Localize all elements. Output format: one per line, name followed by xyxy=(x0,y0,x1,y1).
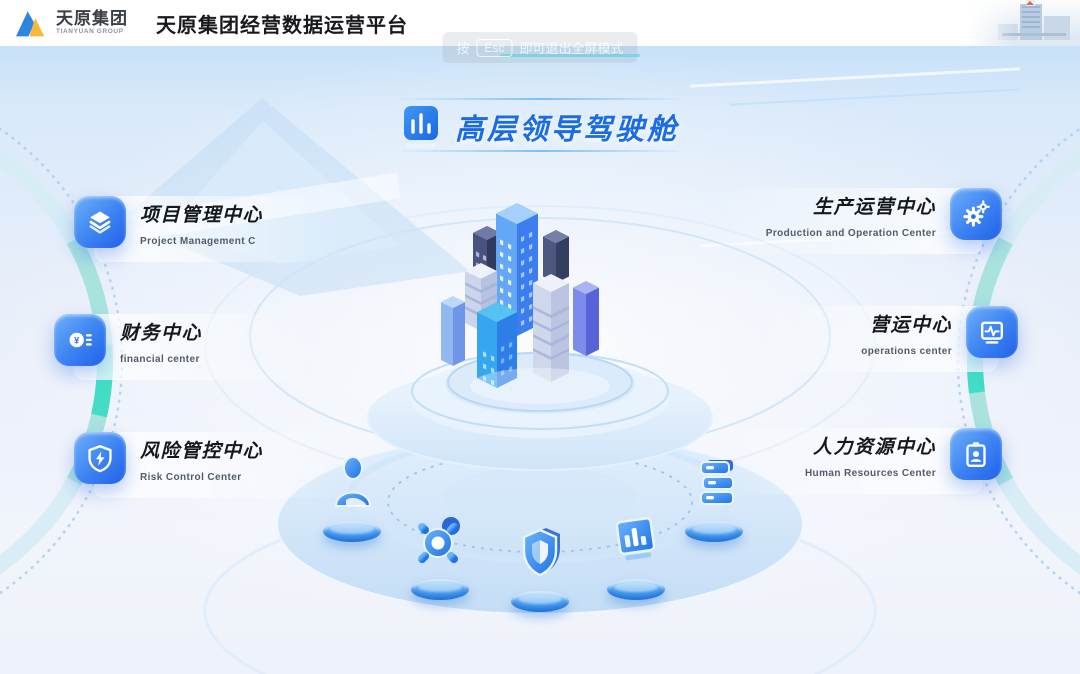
finance-icon: ¥ xyxy=(54,314,106,366)
monitor-pulse-icon xyxy=(966,306,1018,358)
user-icon xyxy=(334,456,372,507)
pedestal xyxy=(323,521,381,542)
headquarters-photo xyxy=(968,0,1080,46)
menu-subtitle: operations center xyxy=(861,346,952,357)
city-buildings-illustration xyxy=(441,203,635,414)
chart-icon xyxy=(615,517,656,561)
shield-icon xyxy=(522,528,560,577)
pedestal xyxy=(685,521,743,542)
menu-item-operations[interactable]: 营运中心 operations center xyxy=(730,306,1018,372)
menu-title: 财务中心 xyxy=(120,323,203,344)
svg-text:¥: ¥ xyxy=(74,335,80,345)
toast-suffix: 即可退出全屏模式 xyxy=(519,41,624,56)
menu-item-risk-control[interactable]: 风险管控中心 Risk Control Center xyxy=(74,432,344,498)
pod-shield[interactable] xyxy=(500,524,580,624)
dashboard-scene: 按 Esc 即可退出全屏模式 高层领导驾驶舱 xyxy=(0,32,1080,674)
fullscreen-exit-toast: 按 Esc 即可退出全屏模式 xyxy=(442,32,638,63)
menu-title: 人力资源中心 xyxy=(812,437,936,458)
menu-title: 营运中心 xyxy=(869,315,952,336)
cockpit-entry[interactable]: 高层领导驾驶舱 xyxy=(401,104,679,150)
layers-icon xyxy=(74,196,126,248)
header: 天原集团 TIANYUAN GROUP 天原集团经营数据运营平台 xyxy=(0,0,1080,46)
menu-subtitle: Production and Operation Center xyxy=(765,228,936,239)
logo-en-text: TIANYUAN GROUP xyxy=(56,28,124,36)
pod-chart[interactable] xyxy=(596,512,676,612)
risk-shield-icon xyxy=(74,432,126,484)
menu-title: 生产运营中心 xyxy=(812,197,936,218)
menu-subtitle: Risk Control Center xyxy=(140,472,242,483)
menu-item-project-management[interactable]: 项目管理中心 Project Management C xyxy=(74,196,344,262)
toast-prefix: 按 xyxy=(456,41,470,56)
cockpit-top-line xyxy=(396,98,686,100)
pod-user[interactable] xyxy=(312,454,392,554)
menu-title: 项目管理中心 xyxy=(140,205,264,226)
pedestal xyxy=(607,579,665,600)
menu-title: 风险管控中心 xyxy=(140,441,264,462)
pedestal xyxy=(411,579,469,600)
logo-cn-text: 天原集团 xyxy=(56,9,128,29)
cockpit-label: 高层领导驾驶舱 xyxy=(454,114,680,146)
pedestal xyxy=(511,591,569,612)
company-logo[interactable]: 天原集团 TIANYUAN GROUP xyxy=(14,8,128,38)
menu-item-finance[interactable]: ¥ 财务中心 financial center xyxy=(54,314,314,380)
menu-item-production-operation[interactable]: 生产运营中心 Production and Operation Center xyxy=(700,188,1002,254)
pod-gear[interactable] xyxy=(400,512,480,612)
gear-icon xyxy=(413,517,464,568)
esc-key-badge: Esc xyxy=(476,38,513,57)
menu-subtitle: Human Resources Center xyxy=(804,468,936,479)
bar-chart-icon xyxy=(401,104,441,150)
cockpit-bottom-line xyxy=(396,150,686,152)
logo-mountain-icon xyxy=(16,11,45,37)
menu-subtitle: financial center xyxy=(120,354,200,365)
page-title: 天原集团经营数据运营平台 xyxy=(156,14,408,37)
hr-badge-icon xyxy=(950,428,1002,480)
menu-subtitle: Project Management C xyxy=(140,236,256,247)
gears-icon xyxy=(950,188,1002,240)
menu-item-human-resources[interactable]: 人力资源中心 Human Resources Center xyxy=(700,428,1002,494)
